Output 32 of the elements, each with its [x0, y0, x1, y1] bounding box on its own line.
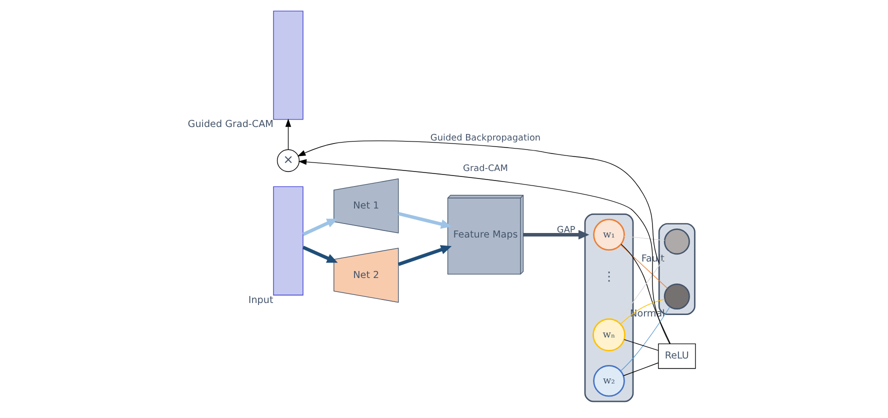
arrow: [285, 118, 292, 150]
edge-label: Guided Backpropagation: [430, 133, 541, 144]
node-circle: [664, 283, 690, 310]
node-circle: w₂: [593, 364, 625, 397]
arrow: [302, 246, 338, 263]
node-box: [273, 10, 304, 120]
arrow: [302, 218, 338, 236]
label: ⋮: [602, 269, 616, 284]
edge-label: Grad-CAM: [463, 164, 508, 174]
connector: [618, 251, 670, 323]
connector: [620, 306, 670, 372]
arrow: [398, 245, 452, 266]
connector: [624, 236, 665, 241]
node-box: [273, 186, 304, 296]
arrow: [398, 212, 452, 229]
arrow: [297, 140, 660, 264]
node-box: ReLU: [658, 343, 696, 369]
node-box: Net 2: [334, 248, 399, 303]
edge-label: GAP: [556, 225, 576, 236]
arrow: [298, 159, 670, 344]
node-circle: [664, 228, 690, 255]
arrow: [524, 230, 590, 240]
connector: [624, 339, 659, 351]
node-box: Net 1: [334, 178, 399, 234]
node-label: Input: [248, 294, 274, 306]
node-circle: w₁: [593, 218, 625, 251]
node-label: Guided Grad-CAM: [188, 119, 274, 130]
connector: [623, 362, 659, 376]
connector: [620, 244, 668, 289]
node-circle: wₙ: [592, 318, 626, 352]
connector: [620, 244, 671, 344]
node-circle: ×: [276, 149, 300, 172]
